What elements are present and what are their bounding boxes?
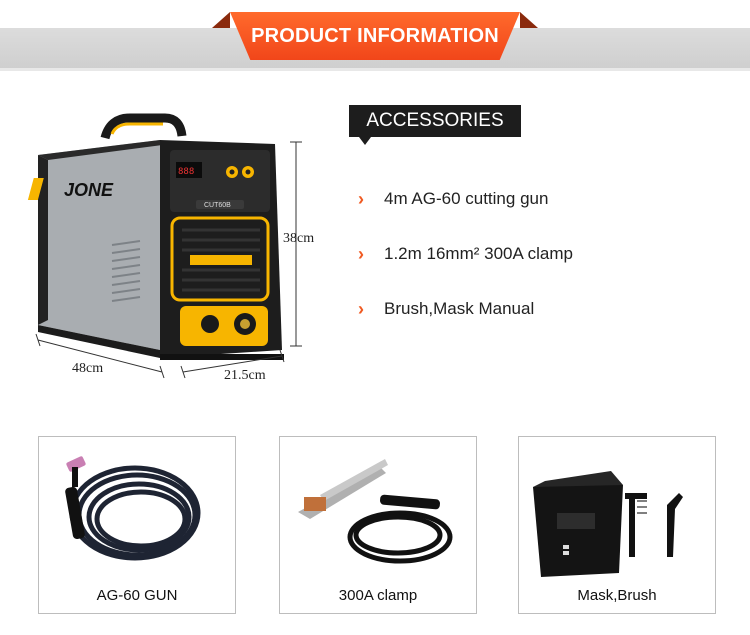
accessory-item: › 4m AG-60 cutting gun bbox=[358, 189, 548, 209]
accessory-label: Brush,Mask Manual bbox=[384, 299, 535, 318]
header-banner: PRODUCT INFORMATION bbox=[230, 12, 520, 60]
welding-machine-image: JONE 888 CUT60B bbox=[27, 113, 302, 379]
page-title: PRODUCT INFORMATION bbox=[251, 24, 499, 47]
accessory-label: 4m AG-60 cutting gun bbox=[384, 189, 549, 208]
accessories-tag: ACCESSORIES bbox=[349, 105, 521, 137]
banner-fold-left bbox=[212, 12, 230, 28]
accessories-tag-tail bbox=[359, 137, 371, 145]
product-label-mask: Mask,Brush bbox=[577, 587, 657, 604]
accessory-item: › Brush,Mask Manual bbox=[358, 299, 534, 319]
chevron-right-icon: › bbox=[358, 244, 364, 264]
header-band-line bbox=[0, 68, 750, 71]
mask-brush-image bbox=[533, 471, 683, 577]
svg-text:JONE: JONE bbox=[64, 180, 114, 200]
accessory-item: › 1.2m 16mm² 300A clamp bbox=[358, 244, 573, 264]
product-card-gun: AG-60 GUN bbox=[38, 436, 236, 614]
cutting-gun-image bbox=[65, 456, 201, 561]
chevron-right-icon: › bbox=[358, 299, 364, 319]
accessories-title: ACCESSORIES bbox=[366, 110, 504, 131]
dimension-height: 38cm bbox=[283, 231, 315, 246]
dimension-length: 48cm bbox=[72, 361, 104, 376]
svg-text:CUT60B: CUT60B bbox=[204, 202, 231, 209]
product-card-mask: Mask,Brush bbox=[518, 436, 716, 614]
chevron-right-icon: › bbox=[358, 189, 364, 209]
svg-text:888: 888 bbox=[178, 167, 194, 177]
dimension-width: 21.5cm bbox=[224, 368, 266, 383]
banner-fold-right bbox=[520, 12, 538, 28]
clamp-image bbox=[298, 459, 453, 564]
product-label-clamp: 300A clamp bbox=[338, 587, 418, 604]
product-label-gun: AG-60 GUN bbox=[96, 587, 178, 604]
product-card-clamp: 300A clamp bbox=[279, 436, 477, 614]
accessory-label: 1.2m 16mm² 300A clamp bbox=[384, 244, 573, 263]
